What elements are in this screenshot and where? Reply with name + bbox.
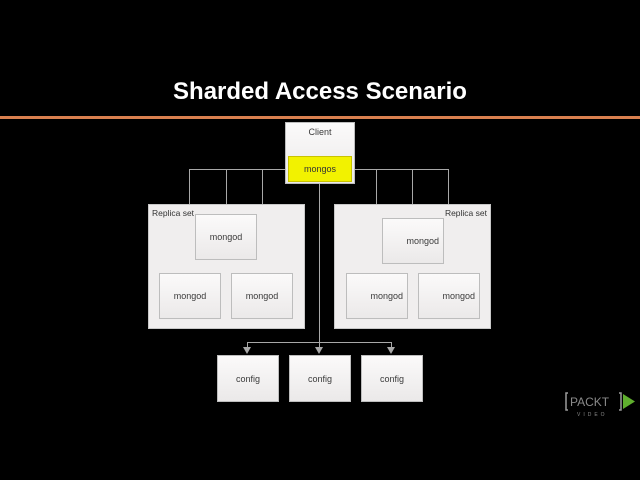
mongod-node: mongod (231, 273, 293, 319)
mongod-node: mongod (159, 273, 221, 319)
replica-set-label: Replica set (152, 208, 195, 218)
packt-logo-icon: PACKT VIDEO (565, 392, 635, 418)
mongod-node: mongod (382, 218, 444, 264)
title-underline (0, 116, 640, 119)
config-server: config (217, 355, 279, 402)
svg-text:VIDEO: VIDEO (577, 412, 608, 418)
client-label: Client (308, 127, 332, 137)
packt-video-logo: PACKT VIDEO (565, 390, 637, 418)
config-server: config (289, 355, 351, 402)
slide-title: Sharded Access Scenario (173, 78, 467, 105)
replica-set-label: Replica set (444, 208, 487, 218)
mongos-router: mongos (288, 156, 352, 182)
mongos-label: mongos (303, 164, 337, 174)
svg-text:PACKT: PACKT (570, 395, 610, 409)
config-server: config (361, 355, 423, 402)
mongod-node: mongod (195, 214, 257, 260)
mongod-node: mongod (346, 273, 408, 319)
mongod-node: mongod (418, 273, 480, 319)
